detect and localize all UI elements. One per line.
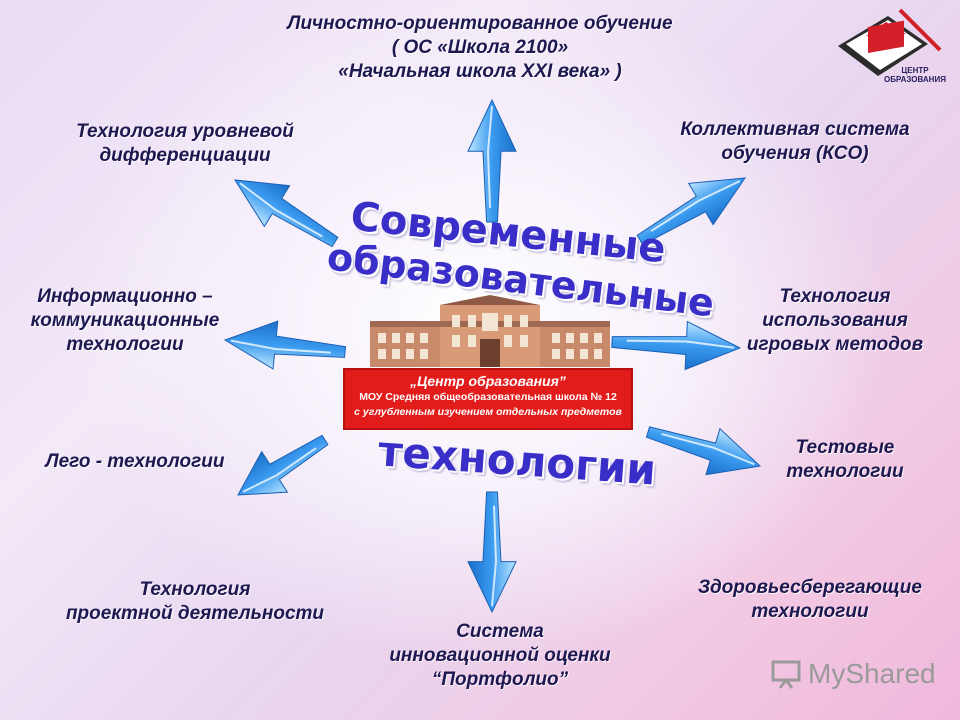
arrow-highlight-right: [626, 339, 735, 349]
school-name-banner: „Центр образования” МОУ Средняя общеобра…: [343, 368, 633, 430]
arrow-top: [467, 98, 517, 223]
node-top-label: Личностно-ориентированное обучение( ОС «…: [287, 13, 673, 82]
arrow-highlight-top: [486, 105, 493, 208]
banner-subtitle: с углубленным изучением отдельных предме…: [354, 406, 622, 418]
arrow-highlight-bottom: [491, 505, 498, 607]
logo-text: ЦЕНТР ОБРАЗОВАНИЯ: [884, 66, 946, 84]
education-center-logo-icon: [838, 8, 942, 76]
node-lower-left-label: Лего - технологии: [45, 451, 225, 472]
arrow-highlight-top-right: [650, 180, 741, 232]
school-building-image: [370, 295, 610, 367]
arrow-lower-right: [645, 426, 762, 476]
arrow-top-right: [636, 177, 747, 246]
presentation-icon: [771, 660, 801, 689]
arrow-left: [223, 320, 347, 370]
arrow-lower-left: [237, 434, 329, 496]
arrow-right: [611, 320, 742, 371]
arrow-bottom: [467, 491, 517, 614]
myshared-watermark: MyShared: [770, 656, 936, 692]
banner-title: „Центр образования”: [410, 373, 566, 389]
arrow-highlight-lower-right: [661, 433, 755, 466]
arrow-highlight-lower-left: [242, 447, 317, 493]
banner-school-name: МОУ Средняя общеобразовательная школа № …: [359, 391, 617, 403]
arrow-highlight-left: [230, 339, 331, 354]
arrow-highlight-top-left: [239, 182, 323, 238]
